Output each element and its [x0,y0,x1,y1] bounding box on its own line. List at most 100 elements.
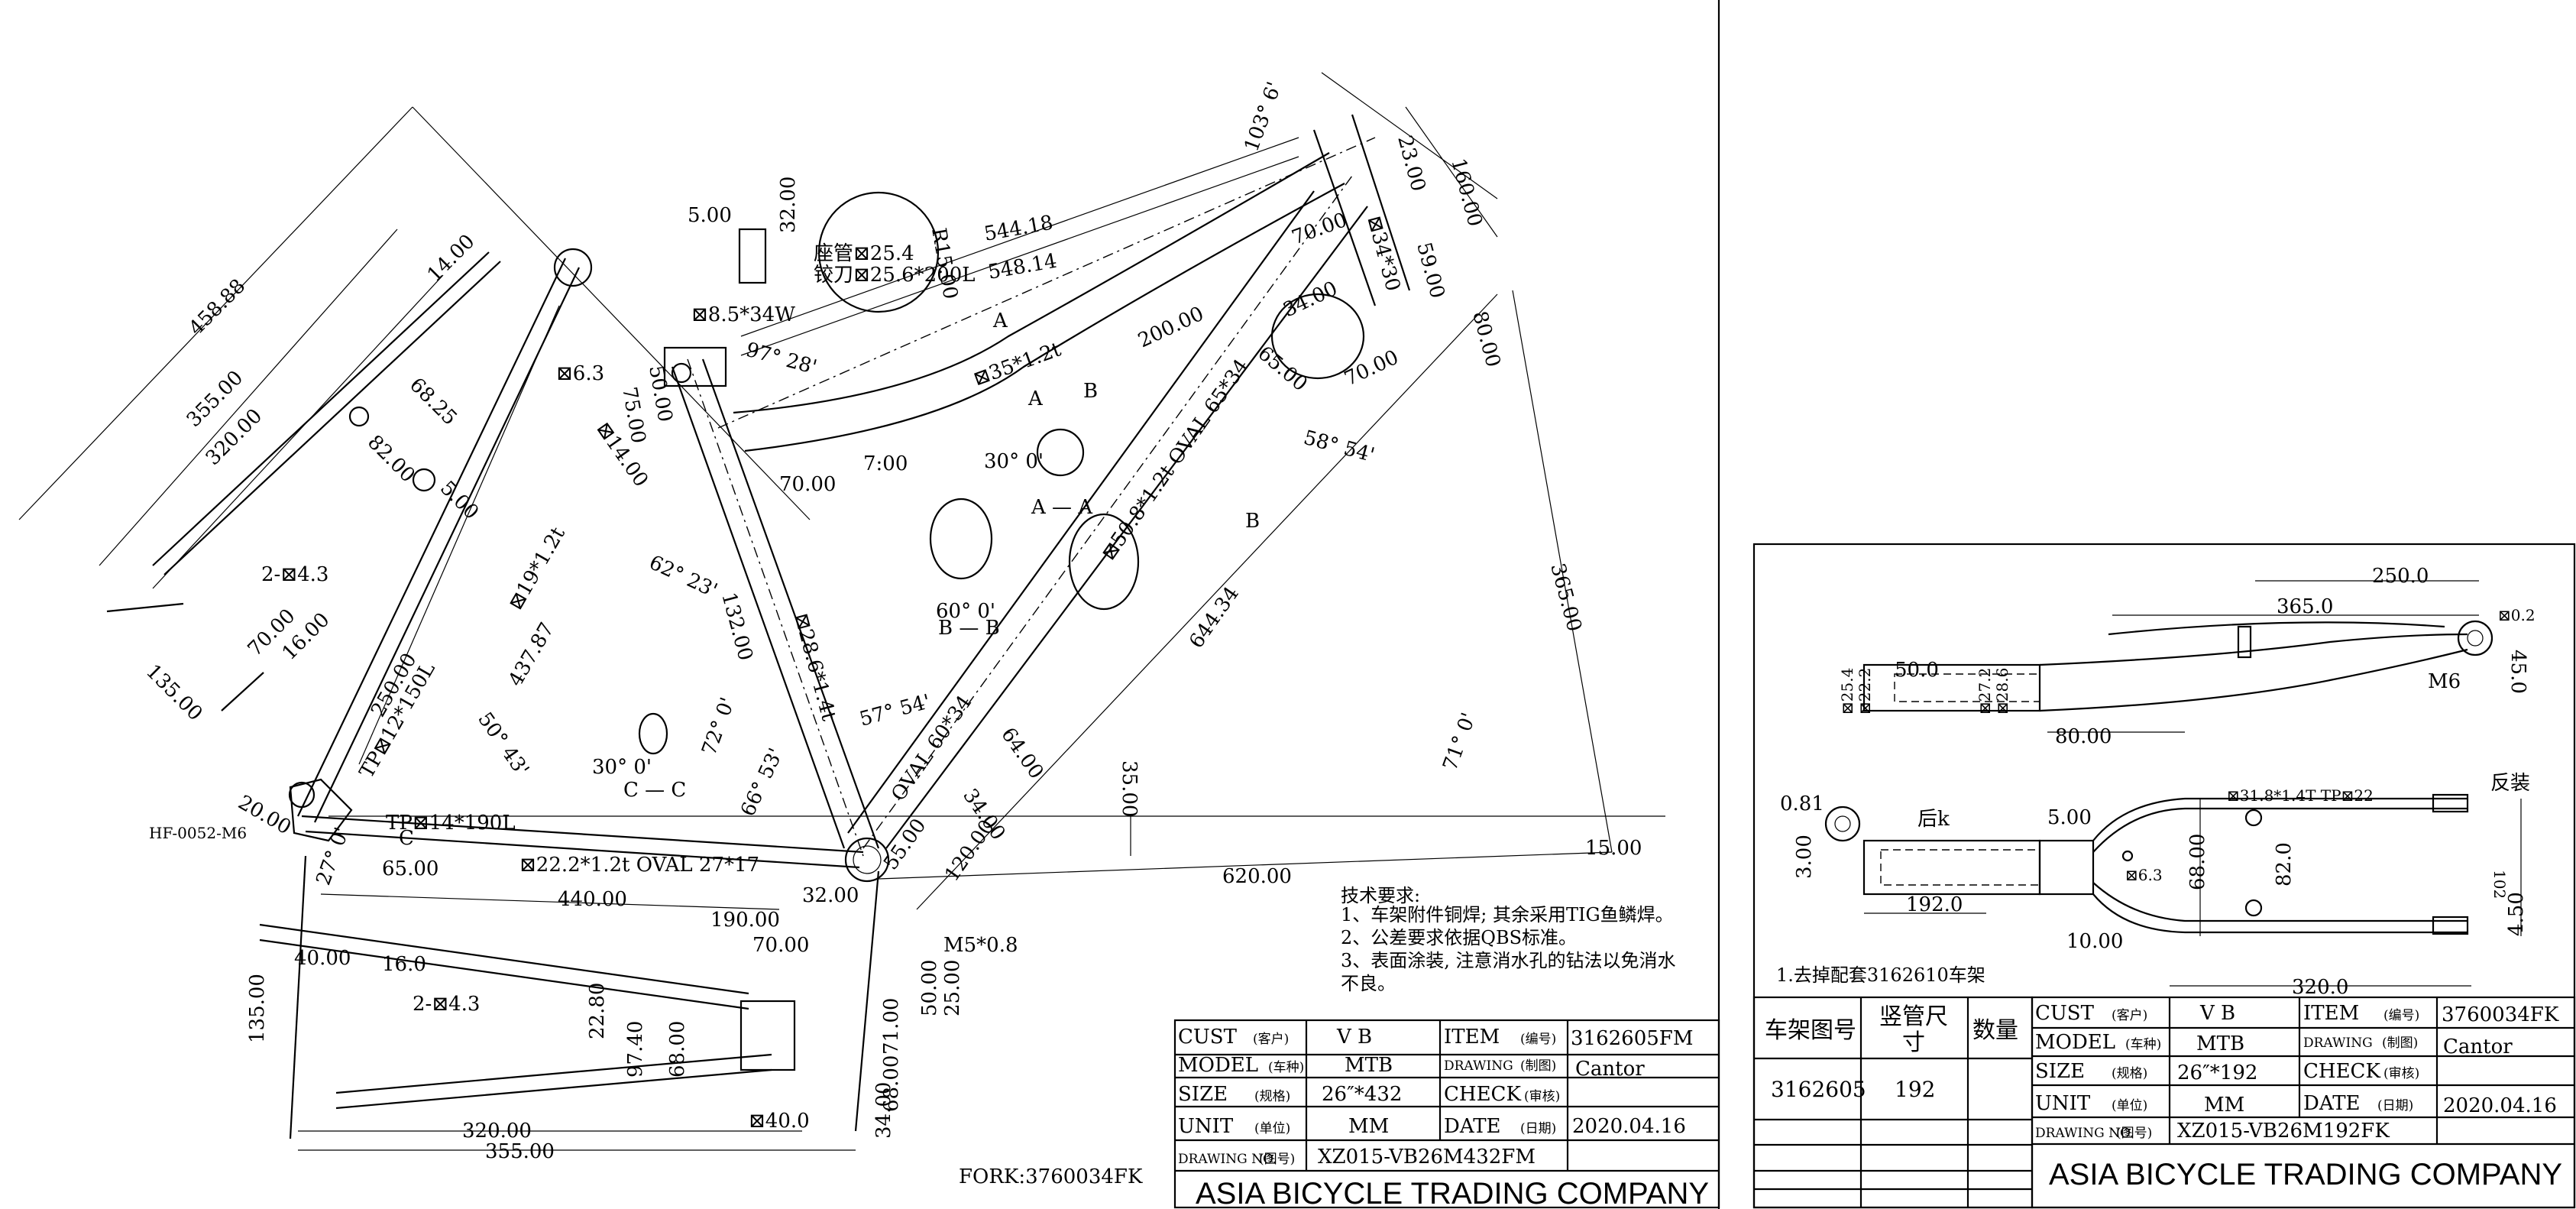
tb-label: (制图) [2382,1036,2418,1051]
tb-label: (规格) [2112,1066,2147,1081]
tb-value: 26″*432 [1322,1083,1402,1106]
dim-fork: ⊠31.8*1.4T TP⊠22 [2227,786,2374,805]
tb-label: (车种) [2125,1037,2161,1052]
dim-fork: 后k [1917,808,1950,831]
dim-frame: B [1245,510,1260,533]
dim-frame: 71° 0' [1438,710,1481,774]
tb-label: (编号) [2383,1008,2419,1023]
tb-label: DRAWING [1444,1058,1513,1074]
dim-frame: 458.88 [185,274,251,340]
dim-fork: 68.00 [2186,834,2209,890]
dim-frame: 644.34 [1185,582,1244,653]
dim-fork: 5.00 [2047,806,2092,829]
dim-frame: ⊠8.5*34W [691,303,795,326]
dim-fork: ⊠22.2 [1856,668,1874,715]
dim-fork: 80.00 [2055,725,2112,748]
tb-label: (客户) [2112,1008,2147,1023]
dim-fork: 10.00 [2066,930,2123,953]
fork-remark: 1.去掉配套3162610车架 [1776,964,1985,986]
dim-frame: 座管⊠25.4 [814,242,914,265]
tb-label: CHECK [1444,1083,1521,1106]
dim-frame: 82.00 [363,431,419,488]
dim-fork: 320.0 [2292,976,2348,999]
dim-frame: ⊠19*1.2t [504,523,570,614]
tb-value: V B [1336,1026,1372,1049]
dim-frame: 64.00 [996,724,1047,783]
fork-drawing: 250.0 365.0 ⊠0.2 M6 45.0 50.0 ⊠25.4 ⊠22.… [1780,565,2536,999]
dim-fork: ⊠25.4 [1838,668,1856,715]
dim-frame: 50° 43' [473,708,533,781]
dim-fork: 102 [2490,870,2509,899]
dim-rear: 34.00 [872,1082,895,1139]
dim-fork: 3.00 [1793,835,1816,879]
tb-label: DRAWING NO. [2035,1126,2134,1141]
dim-frame: 70.00 [1289,209,1350,250]
tb-value: Cantor [2443,1036,2513,1058]
dim-frame: 58° 54' [1301,426,1377,467]
dim-fork: ⊠27.2 [1976,668,1994,715]
dim-frame: 68.25 [405,374,461,430]
tb-value: 3760034FK [2442,1003,2559,1026]
tb-value: 3162605FM [1571,1027,1693,1050]
tb-label: (图号) [2116,1126,2152,1141]
tb-label: (客户) [1253,1032,1289,1047]
dim-frame: 57° 54' [857,690,933,731]
dim-frame: 440.00 [558,888,627,911]
dim-frame: 59.00 [1412,240,1448,301]
dim-fork: 365.0 [2277,595,2333,618]
dim-frame: 5.00 [688,204,732,227]
tb-label: DRAWING NO. [1178,1152,1277,1167]
tb-label: DRAWING [2303,1036,2373,1051]
dim-rear: 71.00 [880,998,903,1055]
tb-label: MODEL [2035,1031,2115,1054]
dim-rear: 22.80 [586,983,609,1039]
tb-value: XZ015-VB26M432FM [1318,1146,1536,1168]
fork-bom-table: 车架图号 竖管尺 寸 数量 3162605 192 [1752,996,2034,1209]
dim-frame: 65.00 [382,857,439,880]
tb-label: SIZE [2035,1060,2085,1083]
dim-frame: ⊠6.3 [556,362,604,385]
dim-rear: 68.00 [880,1055,903,1112]
dim-rear: 97.40 [624,1021,647,1078]
dim-frame: 32.00 [802,884,859,907]
dim-frame: 66° 53' [736,745,788,820]
tb-label: (日期) [2377,1098,2413,1113]
tb-value: Cantor [1575,1058,1645,1081]
dim-rear: ⊠40.0 [749,1110,810,1133]
dim-fork: 反装 [2490,772,2530,795]
dim-frame: 548.14 [986,250,1059,284]
tb-label: (车种) [1268,1060,1304,1075]
dim-frame: 2-⊠4.3 [261,563,328,586]
tb-value: MTB [1345,1054,1393,1077]
tb-label: CUST [1178,1026,1238,1049]
dim-rear: 2-⊠4.3 [413,993,480,1016]
bom-header: 数量 [1972,1017,2018,1044]
dim-frame: 620.00 [1222,865,1292,888]
dim-frame: 55.00 [879,815,930,874]
tb-label: UNIT [2035,1092,2091,1115]
tb-value: MM [1348,1115,1389,1138]
note-3-cont: 不良。 [1341,973,1396,994]
dim-frame: 铰刀⊠25.6*200L [814,264,976,287]
bom-header: 寸 [1902,1029,1925,1056]
dim-fork: 82.0 [2273,842,2296,886]
bom-cell: 3162605 [1771,1077,1866,1102]
dim-frame: C [399,827,414,850]
dim-fork: ⊠0.2 [2498,606,2536,624]
dim-frame: ⊠50.8*1.2t OVAL 65*34 [1097,355,1254,565]
bom-header: 竖管尺 [1879,1003,1948,1030]
dim-frame: 30° 0' [592,756,652,779]
dim-fork: 45.0 [2506,650,2529,694]
dim-rear: 40.00 [294,947,351,970]
dim-frame: 72° 0' [697,695,739,759]
dim-frame: 60° 0' [936,600,995,623]
tb-label: ITEM [1444,1026,1500,1049]
tb-label: (单位) [2112,1098,2147,1113]
note-3: 3、表面涂装, 注意消水孔的钻法以免消水 [1341,950,1676,971]
dim-frame: ⊠35*1.2t [970,338,1064,391]
tb-value: 26″*192 [2177,1062,2257,1084]
dim-frame: 132.00 [717,590,757,663]
dim-frame: 70.00 [1341,346,1402,391]
dim-frame: 65.00 [1254,342,1312,396]
dim-frame: TP⊠14*190L [386,812,516,835]
